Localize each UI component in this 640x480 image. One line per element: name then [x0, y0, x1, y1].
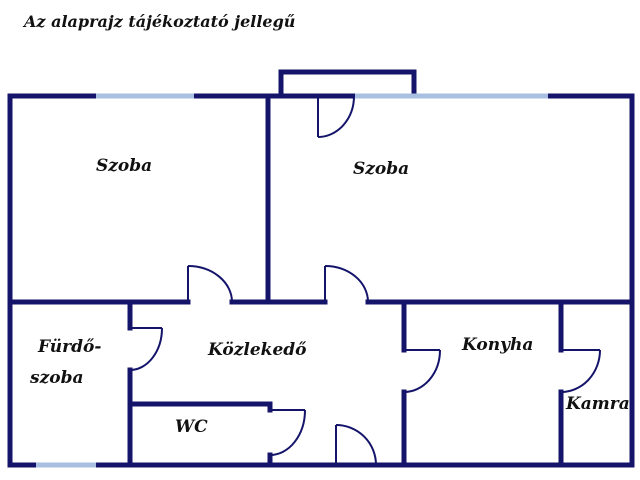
outer-walls	[7, 93, 635, 468]
top-niche-walls	[278, 69, 417, 99]
room-label-kamra: Kamra	[565, 394, 630, 414]
door-left-room	[187, 265, 233, 303]
door-pantry	[560, 349, 601, 393]
door-bottom	[335, 424, 377, 466]
room-label-kozlekedo: Közlekedő	[207, 340, 307, 360]
room-label-furdo-2: szoba	[29, 368, 83, 388]
plan-caption: Az alaprajz tájékoztató jellegű	[24, 12, 296, 31]
door-wc	[269, 409, 306, 456]
room-label-szoba-right: Szoba	[353, 159, 409, 179]
room-label-konyha: Konyha	[461, 335, 533, 355]
room-label-szoba-left: Szoba	[96, 156, 152, 176]
door-entrance	[317, 95, 355, 138]
room-label-furdo-1: Fürdő-	[37, 337, 101, 357]
doors	[129, 95, 601, 466]
door-bathroom	[129, 327, 163, 371]
door-right-room	[324, 265, 369, 303]
windows	[36, 93, 548, 468]
interior-walls	[7, 93, 635, 468]
door-kitchen	[403, 349, 441, 393]
room-label-wc: WC	[175, 417, 208, 437]
